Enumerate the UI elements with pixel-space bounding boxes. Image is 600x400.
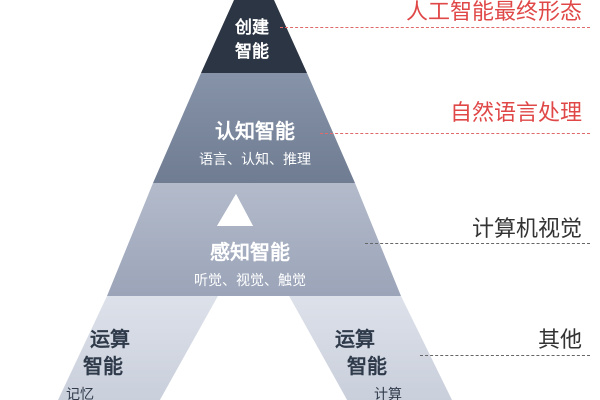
apex-line2: 智能 xyxy=(235,42,269,61)
apex-line1: 创建 xyxy=(235,18,269,37)
side-label-nlp: 自然语言处理 xyxy=(449,100,582,125)
apex-tier xyxy=(201,0,307,73)
perceptive-tier xyxy=(107,183,401,296)
guide-line-other xyxy=(420,355,590,356)
perceptive-subtitle: 听觉、视觉、触觉 xyxy=(194,272,306,288)
guide-line-cv xyxy=(365,243,590,244)
cognitive-subtitle: 语言、认知、推理 xyxy=(199,151,311,167)
cognitive-tier xyxy=(153,73,355,183)
computing-right-line2: 智能 xyxy=(347,356,387,378)
computing-right-subtitle: 计算 xyxy=(374,386,402,400)
computing-right-line1: 运算 xyxy=(335,329,375,351)
computing-left-line2: 智能 xyxy=(83,356,123,378)
side-label-agi: 人工智能最终形态 xyxy=(405,0,582,24)
computing-right-leg xyxy=(289,296,452,400)
cognitive-title: 认知智能 xyxy=(215,121,295,143)
perceptive-inner-notch xyxy=(217,194,253,226)
computing-left-line1: 运算 xyxy=(90,329,130,351)
guide-line-nlp xyxy=(320,133,590,134)
guide-line-agi xyxy=(280,27,590,28)
computing-left-subtitle: 记忆 xyxy=(66,386,94,400)
pyramid-gap xyxy=(160,296,347,400)
computing-left-leg xyxy=(58,296,218,400)
side-label-other: 其他 xyxy=(537,327,582,352)
perceptive-title: 感知智能 xyxy=(210,242,290,264)
side-label-cv: 计算机视觉 xyxy=(471,216,582,241)
